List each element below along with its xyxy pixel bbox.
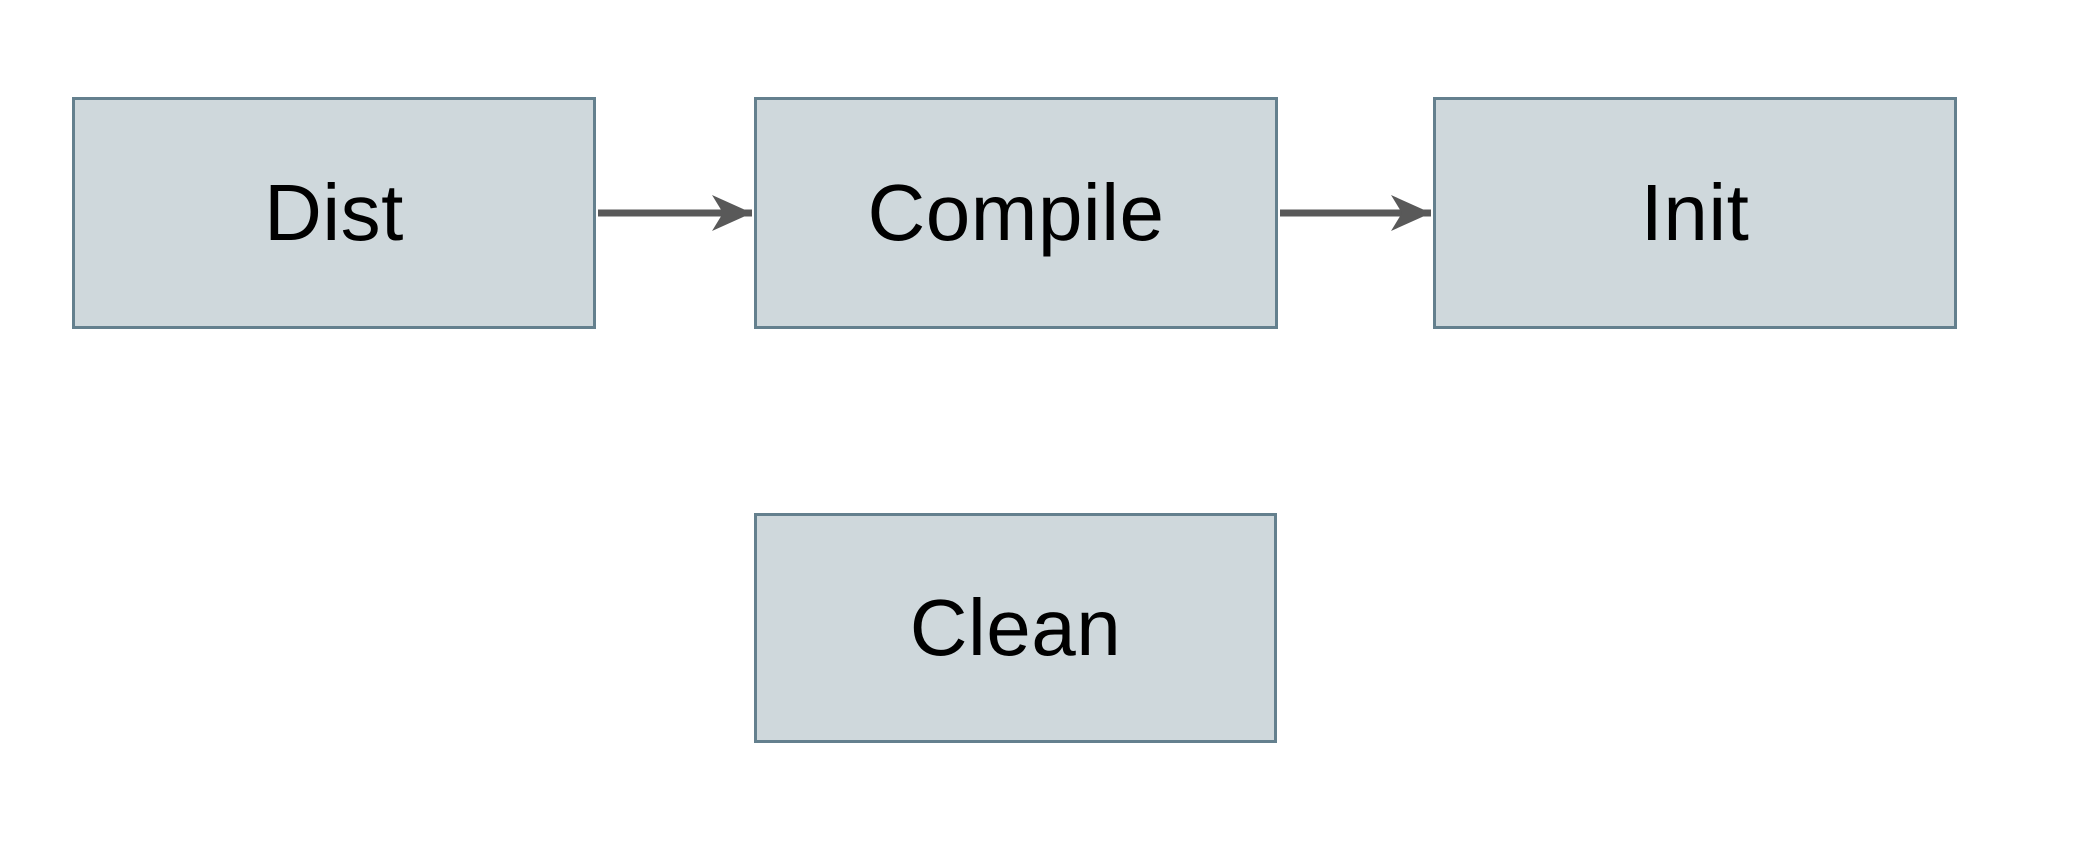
node-compile: Compile bbox=[754, 97, 1278, 329]
node-clean-label: Clean bbox=[909, 583, 1122, 672]
node-dist-label: Dist bbox=[264, 168, 404, 257]
node-dist: Dist bbox=[72, 97, 596, 329]
node-init: Init bbox=[1433, 97, 1957, 329]
node-clean: Clean bbox=[754, 513, 1277, 743]
node-compile-label: Compile bbox=[867, 168, 1165, 257]
node-init-label: Init bbox=[1640, 168, 1750, 257]
